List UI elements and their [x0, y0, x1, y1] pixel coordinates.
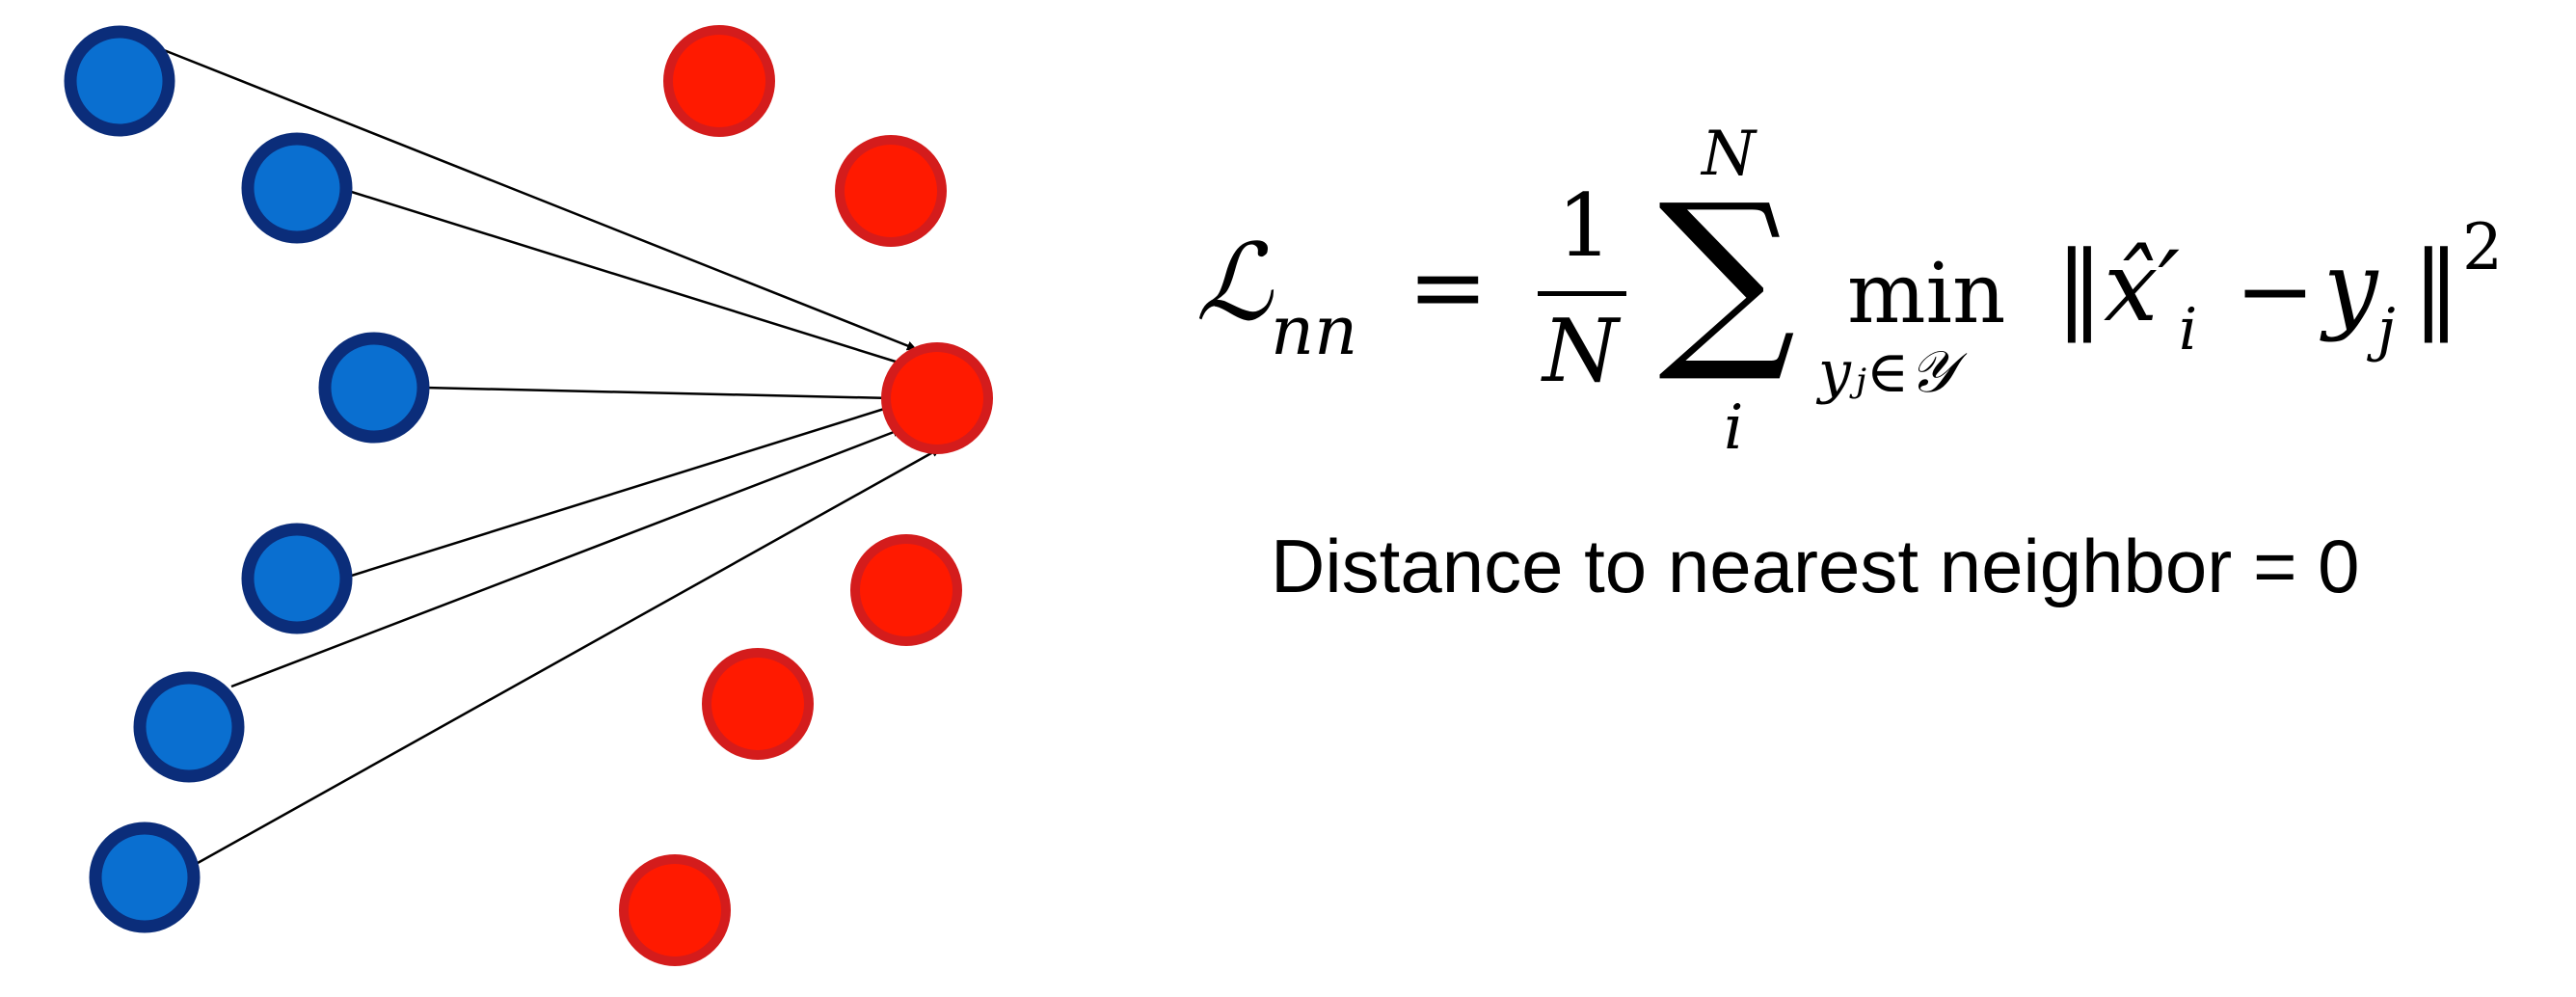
- target-point: [663, 25, 775, 137]
- sum-lower-limit: i: [1724, 392, 1744, 464]
- target-point-nearest: [881, 342, 993, 454]
- arrow-6: [197, 446, 941, 865]
- fraction-denominator: N: [1543, 301, 1619, 402]
- x-hat-prime: x̂′: [2104, 230, 2181, 343]
- min-subscript: yⱼ∈𝒴: [1818, 338, 1955, 406]
- fraction-bar: [1538, 291, 1626, 296]
- source-point: [241, 523, 353, 634]
- target-point: [619, 854, 731, 966]
- formula-equals: =: [1408, 230, 1489, 343]
- formula-minus: −: [2235, 234, 2316, 347]
- formula-lhs-symbol: ℒ: [1195, 221, 1273, 344]
- min-operator: min: [1847, 246, 2006, 342]
- source-point: [241, 132, 353, 244]
- target-point: [850, 534, 962, 646]
- formula-lhs-subscript: nn: [1271, 291, 1358, 370]
- arrow-3: [423, 386, 893, 403]
- target-points: [619, 25, 993, 966]
- arrow-5: [230, 427, 902, 688]
- arrows: [163, 48, 941, 865]
- loss-formula: ℒ nn = 1 N N ∑ i min yⱼ∈𝒴 ‖ x̂′ i − y j …: [1195, 116, 2545, 501]
- source-point: [318, 332, 430, 444]
- distance-caption: Distance to nearest neighbor = 0: [1271, 524, 2360, 608]
- sum-symbol: ∑: [1658, 163, 1796, 388]
- norm-open: ‖: [2055, 230, 2104, 343]
- nearest-neighbor-diagram: [64, 25, 993, 966]
- sum-upper-limit: N: [1702, 119, 1756, 190]
- arrow-4: [341, 402, 898, 580]
- y-index: j: [2377, 296, 2396, 364]
- source-points: [64, 25, 430, 933]
- norm-close: ‖: [2412, 230, 2460, 343]
- source-point: [89, 822, 201, 933]
- formula-exponent: 2: [2462, 210, 2503, 284]
- target-point: [835, 135, 947, 247]
- fraction-numerator: 1: [1557, 175, 1613, 277]
- target-point: [702, 648, 814, 760]
- y-symbol: y: [2323, 230, 2378, 343]
- arrow-2: [341, 187, 912, 369]
- x-index: i: [2179, 296, 2198, 364]
- arrow-1: [163, 48, 917, 351]
- source-point: [133, 671, 245, 783]
- source-point: [64, 25, 175, 137]
